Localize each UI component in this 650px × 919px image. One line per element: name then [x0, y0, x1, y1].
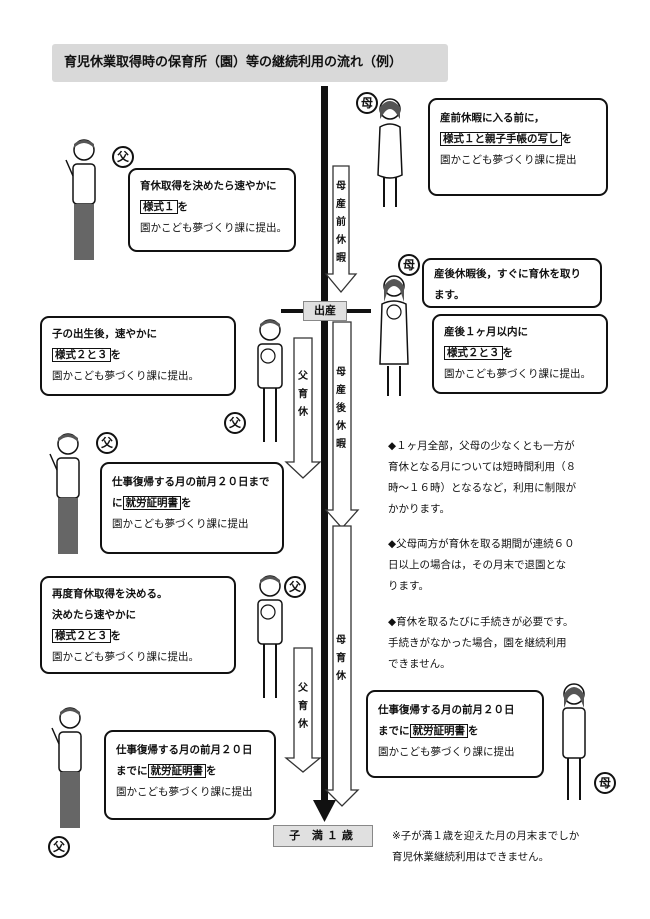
- note-line: ◆１ヶ月全部，父母の少なくとも一方が: [388, 440, 575, 452]
- vertical-label-char: 休: [336, 421, 346, 432]
- father-badge-2: 父: [224, 412, 246, 434]
- note-both-parents-leave: ◆父母両方が育休を取る期間が連続６０ 日以上の場合は，その月末で退園となります。: [388, 534, 575, 597]
- mother-badge-1: 母: [356, 92, 378, 114]
- father-badge-3: 父: [96, 432, 118, 454]
- mother-postnatal-arrow: [324, 321, 360, 529]
- father-leave-2-arrow: [284, 647, 322, 773]
- note-line: できません。: [388, 658, 451, 670]
- vertical-label-char: 産: [336, 385, 346, 396]
- mother-prenatal-arrow: [324, 165, 358, 294]
- vertical-label-char: 休: [336, 235, 346, 246]
- mother-leave-arrow: [324, 525, 360, 807]
- child-first-birthday-label: 子 満１歳: [273, 825, 373, 847]
- note-line: 時～１６時）となるなど，利用に制限が: [388, 482, 577, 494]
- father-leave-1-arrow: [284, 337, 322, 479]
- mother-bubble-1: 産前休暇に入る前に， 様式１と親子手帳の写しを 園かこども夢づくり課に提出: [428, 98, 608, 196]
- father-figure-5: [51, 707, 82, 828]
- note-line: ※子が満１歳を迎えた月の月末までしか: [392, 830, 580, 842]
- vertical-label-char: 暇: [336, 439, 346, 450]
- note-line: 手続きがなかった場合，園を継続利用: [388, 637, 567, 649]
- footer-note: ※子が満１歳を迎えた月の月末までしか育児休業継続利用はできません。: [392, 826, 579, 868]
- mother-leave-label: 母育休: [334, 632, 348, 686]
- mother-figure-1: [377, 98, 403, 207]
- vertical-label-char: 後: [336, 403, 346, 414]
- note-line: かかります。: [388, 503, 450, 515]
- vertical-label-char: 育: [298, 389, 308, 400]
- father-bubble-3: 仕事復帰する月の前月２０日まで に就労証明書を 園かこども夢づくり課に提出: [100, 462, 284, 554]
- mother-prenatal-label: 母産前休暇: [334, 178, 348, 268]
- mother-bubble-2: 産後休暇後，すぐに育休を取り ます。: [422, 258, 602, 308]
- mother-postnatal-label: 母産後休暇: [334, 364, 348, 454]
- note-procedure-required: ◆育休を取るたびに手続きが必要です。手続きがなかった場合，園を継続利用できません…: [388, 612, 574, 675]
- note-line: ◆育休を取るたびに手続きが必要です。: [388, 616, 574, 628]
- father-figure-1: [65, 139, 96, 260]
- vertical-label-char: 休: [298, 719, 308, 730]
- vertical-label-char: 前: [336, 217, 346, 228]
- birth-label: 出産: [303, 301, 347, 321]
- father-leave-1-label: 父育休: [296, 368, 310, 422]
- mother-bubble-4: 仕事復帰する月の前月２０日 までに就労証明書を 園かこども夢づくり課に提出: [366, 690, 544, 778]
- main-timeline-arrowhead: [313, 800, 336, 822]
- vertical-label-char: 休: [298, 407, 308, 418]
- note-line: 育児休業継続利用はできません。: [392, 851, 550, 863]
- mother-badge-2: 母: [398, 254, 420, 276]
- father-badge-5: 父: [48, 836, 70, 858]
- note-short-time-use: ◆１ヶ月全部，父母の少なくとも一方が育休となる月については短時間利用（８ 時～１６…: [388, 436, 576, 520]
- vertical-label-char: 育: [336, 653, 346, 664]
- father-figure-3: [49, 433, 80, 554]
- father-figure-4: [257, 575, 283, 698]
- note-line: ◆父母両方が育休を取る期間が連続６０: [388, 538, 575, 550]
- vertical-label-char: 父: [298, 371, 308, 382]
- vertical-label-char: 産: [336, 199, 346, 210]
- note-line: 日以上の場合は，その月末で退園とな: [388, 559, 567, 571]
- page-title: 育児休業取得時の保育所（園）等の継続利用の流れ（例）: [52, 44, 448, 82]
- main-timeline-line: [321, 86, 328, 804]
- vertical-label-char: 母: [336, 367, 346, 378]
- vertical-label-char: 育: [298, 701, 308, 712]
- mother-figure-2: [379, 275, 409, 396]
- father-badge-1: 父: [112, 146, 134, 168]
- mother-badge-3: 母: [594, 772, 616, 794]
- vertical-label-char: 父: [298, 683, 308, 694]
- vertical-label-char: 母: [336, 635, 346, 646]
- note-line: ります。: [388, 580, 429, 592]
- vertical-label-char: 母: [336, 181, 346, 192]
- vertical-label-char: 休: [336, 671, 346, 682]
- father-bubble-5: 仕事復帰する月の前月２０日 までに就労証明書を 園かこども夢づくり課に提出: [104, 730, 276, 820]
- note-line: 育休となる月については短時間利用（８: [388, 461, 577, 473]
- father-badge-4: 父: [284, 576, 306, 598]
- father-figure-2: [257, 319, 283, 442]
- vertical-label-char: 暇: [336, 253, 346, 264]
- father-leave-2-label: 父育休: [296, 680, 310, 734]
- mother-figure-3: [562, 683, 586, 800]
